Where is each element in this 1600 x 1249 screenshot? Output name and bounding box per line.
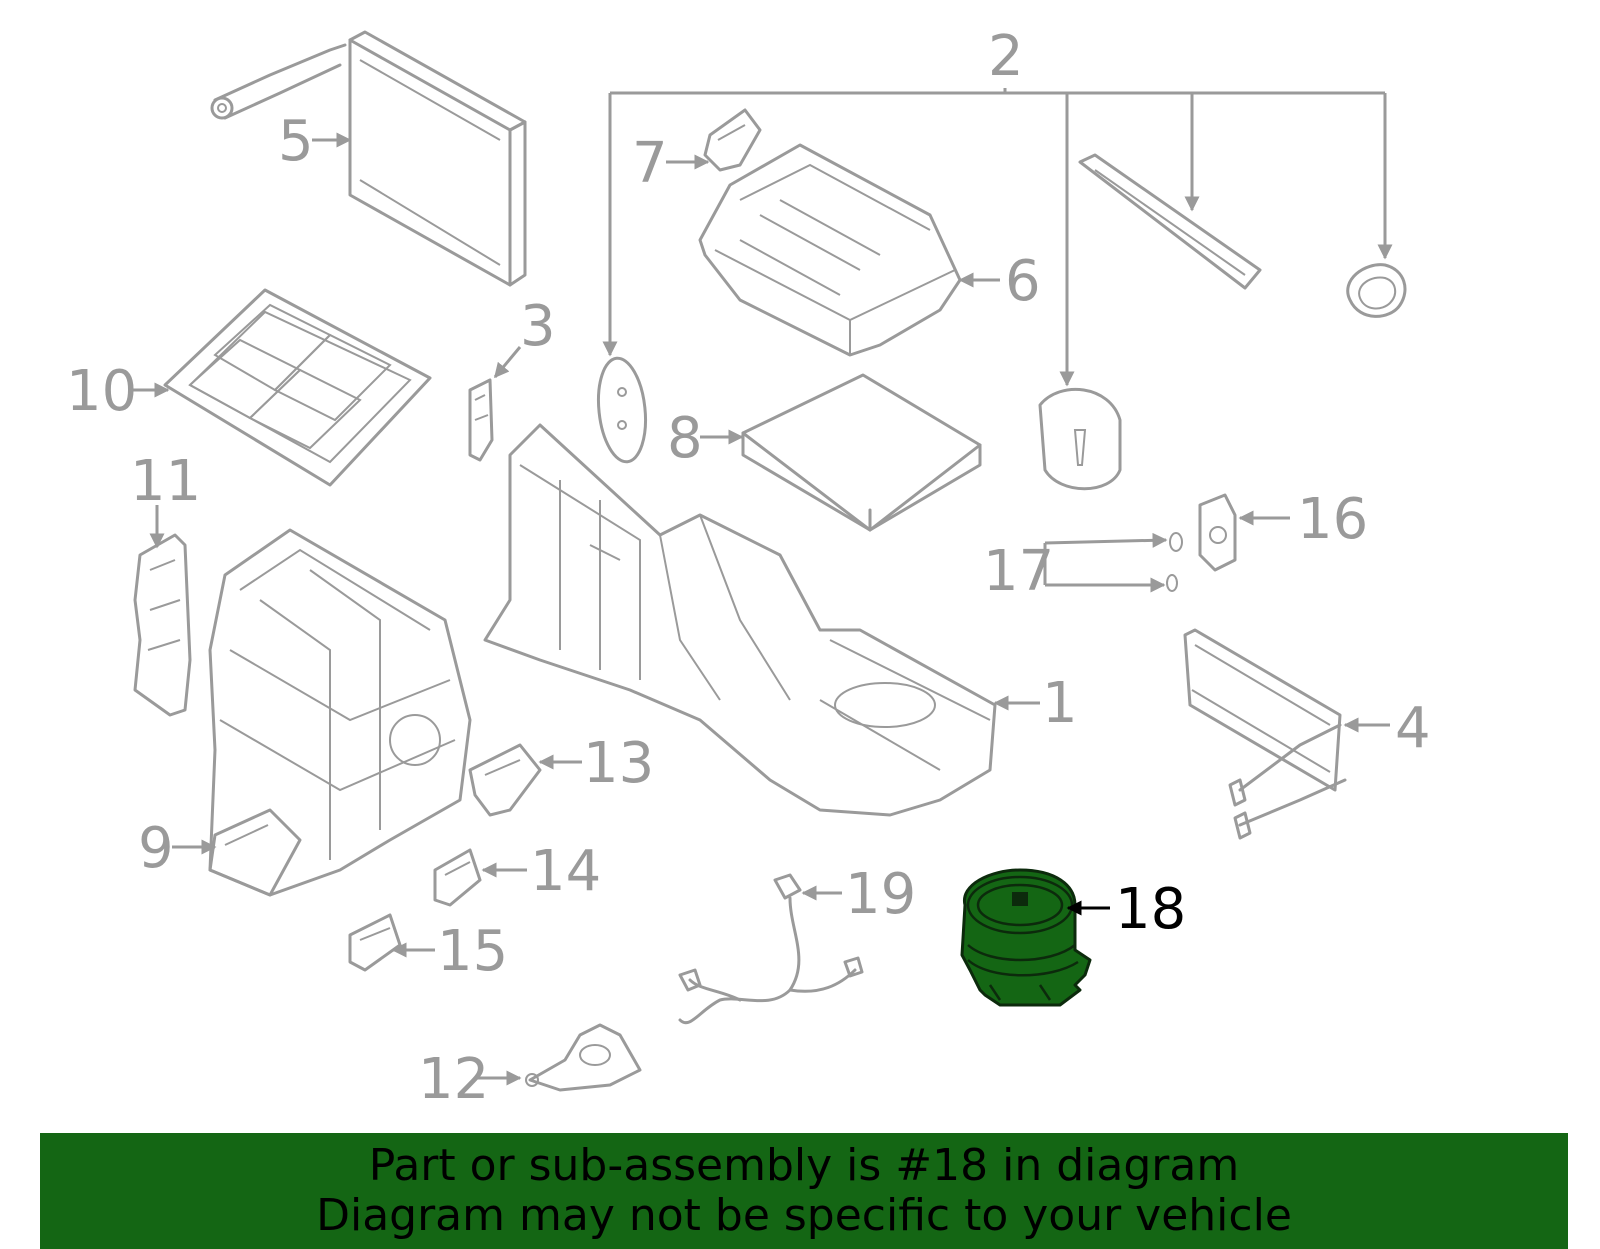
part-18-blower-motor[interactable] (960, 868, 1092, 1007)
part-2-seal-small[interactable] (1346, 263, 1407, 318)
callout-1: 1 (1042, 671, 1078, 736)
callout-2: 2 (988, 24, 1024, 89)
banner-line-part: Part or sub-assembly is #18 in diagram (368, 1140, 1240, 1191)
callout-8: 8 (667, 406, 703, 471)
callout-18: 18 (1115, 877, 1186, 942)
callout-11: 11 (130, 449, 201, 514)
callout-9: 9 (138, 816, 174, 881)
info-banner: Part or sub-assembly is #18 in diagram D… (40, 1133, 1568, 1249)
part-9-upper-case[interactable] (208, 528, 472, 897)
part-2-seal-oval[interactable] (594, 356, 651, 464)
callout-labels: 1 2 3 4 5 6 7 8 9 10 11 12 13 14 15 16 1… (66, 24, 1431, 1112)
callout-5: 5 (278, 109, 314, 174)
part-12-bracket[interactable] (525, 1023, 642, 1092)
callout-4: 4 (1395, 696, 1431, 761)
part-8-filter[interactable] (741, 373, 982, 532)
callout-10: 10 (66, 359, 137, 424)
part-5-evaporator[interactable] (210, 30, 527, 287)
callout-6: 6 (1005, 249, 1041, 314)
callout-13: 13 (583, 731, 654, 796)
part-1-housing[interactable] (483, 423, 997, 817)
callout-19: 19 (845, 862, 916, 927)
leader-lines (133, 88, 1393, 1086)
part-4-heater-core[interactable] (1183, 628, 1347, 840)
part-10-filter-frame[interactable] (163, 288, 432, 487)
part-19-harness[interactable] (678, 873, 864, 1024)
part-2-seal-round[interactable] (1038, 388, 1122, 491)
part-11-duct[interactable] (133, 533, 192, 717)
callout-16: 16 (1297, 487, 1368, 552)
callout-7: 7 (632, 131, 668, 196)
part-6-upper-case[interactable] (698, 143, 962, 357)
callout-3: 3 (520, 294, 556, 359)
part-17-clips[interactable] (1166, 532, 1183, 592)
part-14-actuator[interactable] (433, 848, 482, 907)
banner-line-disclaimer: Diagram may not be specific to your vehi… (316, 1190, 1292, 1241)
callout-12: 12 (418, 1047, 489, 1112)
part-7-actuator[interactable] (703, 108, 762, 172)
callout-14: 14 (530, 839, 601, 904)
callout-17: 17 (983, 539, 1054, 604)
callout-15: 15 (437, 919, 508, 984)
part-2-seal-long[interactable] (1078, 153, 1262, 290)
part-3-bracket[interactable] (468, 378, 494, 462)
part-13-actuator[interactable] (468, 743, 542, 817)
part-16-sensor[interactable] (1198, 493, 1237, 572)
part-15-actuator[interactable] (348, 913, 402, 972)
